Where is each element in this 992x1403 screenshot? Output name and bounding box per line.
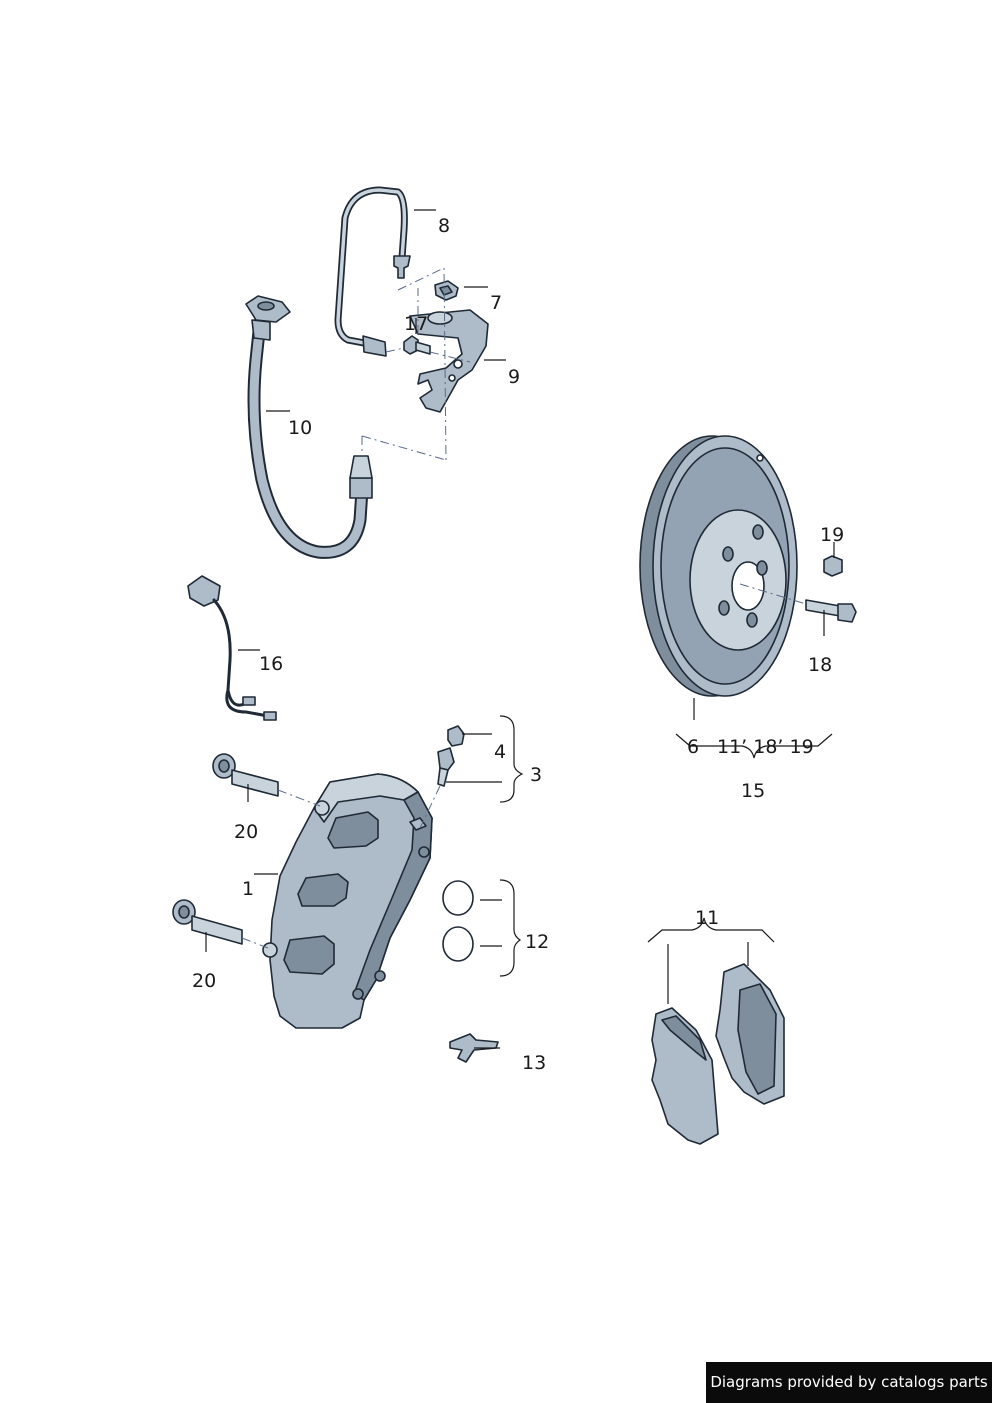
part-10-brake-hose[interactable]: [245, 295, 373, 559]
callout-4: 4: [494, 741, 506, 763]
part-4-bleeder-cap[interactable]: [447, 725, 465, 747]
callout-15-group: 11’ 18’ 19: [717, 736, 814, 758]
part-9-bracket[interactable]: [409, 309, 489, 413]
callout-13: 13: [522, 1052, 546, 1074]
callout-19: 19: [820, 524, 844, 546]
part-7-clip[interactable]: [434, 280, 459, 301]
callout-labels: 8 7 17 9 10 16 4 3 20 1 20 12 13 19 18 6…: [192, 215, 844, 1074]
part-6-brake-disc[interactable]: [639, 435, 798, 697]
callout-8: 8: [438, 215, 450, 237]
callout-17: 17: [404, 313, 428, 335]
part-20-caliper-bolt-bottom[interactable]: [172, 899, 243, 945]
part-17-bolt[interactable]: [403, 335, 431, 355]
callout-20-bottom: 20: [192, 970, 216, 992]
part-16-wear-sensor[interactable]: [187, 575, 277, 721]
catalog-credit-text: Diagrams provided by catalogs parts: [710, 1373, 988, 1391]
callout-11: 11: [695, 907, 719, 929]
disc-fastener-guide: [739, 583, 807, 605]
callout-18: 18: [808, 654, 832, 676]
callout-15: 15: [741, 780, 765, 802]
part-12-seal-rings[interactable]: [442, 880, 474, 962]
callout-20-top: 20: [234, 821, 258, 843]
caliper-piston-middle: [297, 873, 349, 907]
part-8-brake-line[interactable]: [334, 186, 411, 357]
part-20-caliper-bolt-top[interactable]: [212, 753, 279, 797]
part-11-brake-pad-rear[interactable]: [715, 963, 785, 1105]
callout-3: 3: [530, 764, 542, 786]
callout-16: 16: [259, 653, 283, 675]
callout-7: 7: [490, 292, 502, 314]
caliper-piston-top: [327, 811, 379, 849]
part-3-bleeder-screw[interactable]: [437, 747, 455, 787]
callout-12: 12: [525, 931, 549, 953]
callout-9: 9: [508, 366, 520, 388]
caliper-piston-bottom: [283, 935, 335, 975]
part-19-nut[interactable]: [823, 555, 843, 577]
callout-10: 10: [288, 417, 312, 439]
catalog-credit-banner: Diagrams provided by catalogs parts: [706, 1362, 992, 1403]
part-1-brake-caliper[interactable]: [262, 773, 433, 1029]
bolt-guide-bottom: [241, 937, 269, 949]
callout-1: 1: [242, 878, 254, 900]
callout-6: 6: [687, 736, 699, 758]
leader-lines: [205, 209, 835, 1049]
bolt-guide-top: [277, 789, 321, 807]
assembly-guides: [361, 267, 471, 829]
part-18-screw[interactable]: [805, 599, 857, 623]
part-11-brake-pad-front[interactable]: [651, 1007, 719, 1145]
